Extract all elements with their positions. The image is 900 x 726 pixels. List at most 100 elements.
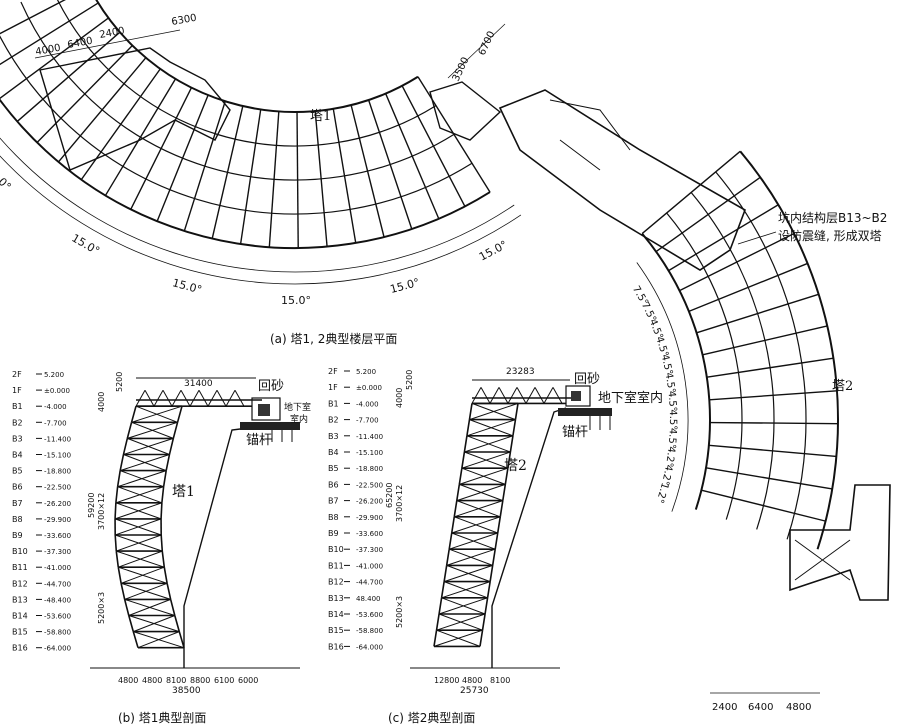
level-name-label: 2F — [12, 370, 22, 379]
tower1-total-dim: 38500 — [172, 686, 201, 696]
tower2-radial-gridline — [668, 204, 779, 272]
level-name-label: B12 — [328, 578, 344, 587]
tower2-radial-gridline — [709, 390, 838, 401]
bottom-dimension-label: 4800 — [462, 676, 482, 685]
level-elevation-label: 5.200 — [356, 368, 376, 376]
section-right-column — [509, 435, 514, 453]
level-name-label: B10 — [12, 547, 28, 556]
tower1-radial-gridline — [0, 17, 109, 100]
level-name-label: B3 — [12, 434, 23, 443]
section-right-column — [161, 486, 165, 503]
roof-truss-web — [480, 387, 491, 404]
tower1-dimension-arc — [0, 137, 515, 273]
tower1-radial-gridline — [385, 93, 440, 220]
tower2-level-lines — [344, 370, 350, 647]
tower1-vdim-5: 5200×3 — [97, 592, 106, 624]
section-brace — [127, 421, 178, 439]
level-elevation-label: -15.100 — [356, 449, 383, 457]
section-brace — [120, 566, 165, 584]
tower1-arc-angle-label: 15.0° — [69, 232, 101, 258]
section-brace — [449, 532, 498, 550]
roof-truss-web — [543, 387, 554, 404]
section-left-column — [117, 567, 122, 584]
dim-bottom-3: 4800 — [786, 702, 811, 713]
roof-truss-web — [225, 389, 236, 407]
roof-truss-web — [207, 389, 218, 407]
section-right-column — [502, 484, 507, 501]
section-right-column — [160, 502, 163, 519]
section-left-column — [115, 486, 119, 503]
section-brace — [124, 582, 168, 600]
bottom-dimension-label: 6000 — [238, 676, 258, 685]
roof-truss-web — [525, 387, 536, 404]
joint-note-leader — [737, 231, 777, 245]
level-name-label: B16 — [328, 642, 344, 651]
tower2-dimension-arc — [636, 262, 689, 512]
section-right-column — [160, 534, 164, 552]
tower1-section-caption: (b) 塔1典型剖面 — [118, 711, 206, 725]
section-brace — [117, 470, 167, 488]
dim-top-2: 6400 — [67, 36, 94, 51]
roof-truss-web — [507, 387, 518, 404]
section-right-column — [165, 454, 171, 471]
level-elevation-label: -11.400 — [44, 435, 71, 443]
tower2-arc-angle-label: 4.5° — [659, 353, 674, 376]
tower1-radial-gridline — [401, 85, 466, 207]
level-name-label: B7 — [328, 497, 339, 506]
tower2-radial-gridline — [708, 444, 837, 458]
tower2-plan-label: 塔2 — [832, 379, 853, 394]
section-brace — [137, 631, 180, 649]
tower2-arc-line — [641, 232, 711, 510]
roof-truss-web — [516, 387, 527, 404]
level-name-label: B13 — [12, 595, 28, 604]
section-left-column — [433, 630, 438, 647]
plan-arc-angle-labels: 15.0°15.0°15.0°15.0°15.0°15.0°15.0°7.5°7… — [0, 163, 678, 505]
bottom-dimension-label: 8100 — [166, 676, 186, 685]
level-elevation-label: -53.600 — [356, 611, 383, 619]
tower1-arc-line — [20, 1, 455, 181]
bottom-dimension-label: 8100 — [490, 676, 510, 685]
tower2-plan-frame — [498, 89, 891, 601]
level-name-label: B4 — [12, 451, 23, 460]
tower1-vdim-4: 59200 — [87, 493, 96, 518]
tower2-vdim-2: 4000 — [395, 388, 404, 408]
section-brace — [123, 437, 174, 455]
level-name-label: B13 — [328, 594, 344, 603]
level-elevation-label: -48.400 — [44, 596, 71, 604]
roof-truss-web — [534, 387, 545, 404]
level-elevation-label: -4.000 — [356, 400, 379, 408]
tower2-radial-gridline — [688, 262, 808, 313]
tower2-top-dim: 23283 — [506, 367, 535, 377]
roof-truss-web — [498, 387, 509, 404]
tower2-link-bracing — [549, 99, 631, 171]
tower2-end-bracing — [794, 539, 851, 581]
tower2-bottom-dimensions: 2400 6400 4800 — [710, 692, 820, 713]
level-elevation-label: -18.800 — [44, 468, 71, 476]
level-elevation-label: -22.500 — [44, 484, 71, 492]
tower2-backfill-label: 回砂 — [574, 372, 600, 387]
section-right-column — [168, 438, 175, 455]
level-elevation-label: ±0.000 — [44, 387, 70, 395]
level-name-label: B11 — [328, 561, 344, 570]
tower2-roof-slab — [472, 379, 612, 430]
tower1-left-wing-outline — [39, 47, 231, 171]
tower1-basement-label-1: 地下室 — [284, 401, 311, 413]
level-name-label: 2F — [328, 367, 338, 376]
tower1-section-label: 塔1 — [172, 484, 195, 500]
tower2-section-labels: 塔2 回砂 地下室室内 锚杆 23283 5200 4000 3700×12 6… — [328, 367, 663, 725]
level-elevation-label: -64.000 — [44, 645, 71, 653]
level-elevation-label: -7.700 — [356, 417, 379, 425]
section-brace — [454, 500, 503, 518]
tower1-radial-gridline — [350, 104, 385, 238]
roof-truss-web — [144, 389, 155, 407]
section-left-column — [126, 422, 133, 439]
section-left-column — [458, 468, 463, 485]
roof-truss-web — [198, 389, 209, 407]
level-name-label: B2 — [12, 418, 23, 427]
tower2-radial-gridline — [696, 293, 819, 334]
section-brace — [115, 518, 162, 536]
level-name-label: B5 — [328, 464, 339, 473]
section-right-column — [166, 583, 172, 600]
level-name-label: B10 — [328, 545, 344, 554]
